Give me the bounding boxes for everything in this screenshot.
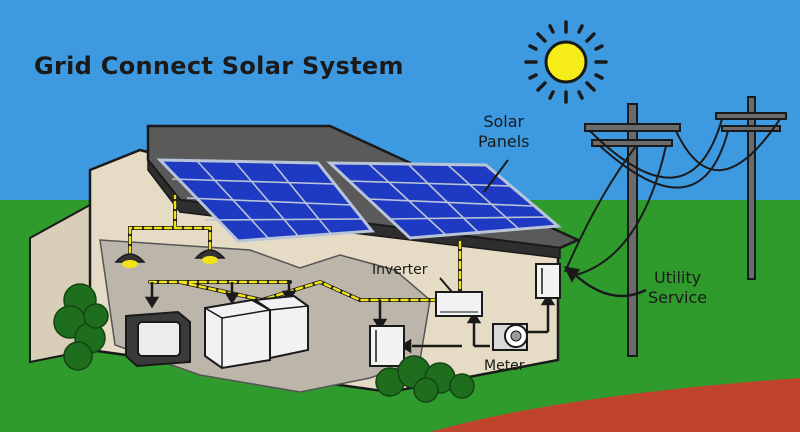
solar-panel-right bbox=[326, 161, 562, 240]
light-bulb-icon bbox=[194, 249, 226, 264]
tv-icon bbox=[125, 310, 191, 368]
sun-icon bbox=[524, 20, 608, 104]
wiring bbox=[128, 194, 462, 303]
power-lines bbox=[564, 118, 781, 277]
inverter-label: Inverter bbox=[372, 262, 428, 278]
shrub-icon bbox=[53, 283, 109, 371]
dirt-path bbox=[430, 378, 800, 432]
solar-panel-left bbox=[156, 158, 375, 243]
utility-service-label: Utility Service bbox=[648, 268, 707, 308]
solar-panels-label: Solar Panels bbox=[478, 112, 530, 152]
utility-service-label-line2: Service bbox=[648, 288, 708, 307]
meter-label: Meter bbox=[484, 358, 525, 374]
shrub-icon bbox=[375, 355, 475, 403]
service-arrows bbox=[563, 266, 647, 298]
appliance-arrows bbox=[144, 282, 556, 354]
meter-icon bbox=[492, 323, 528, 351]
dryer-icon bbox=[252, 294, 309, 360]
utility-service-label-line1: Utility bbox=[654, 268, 702, 287]
light-bulb-icon bbox=[114, 253, 146, 268]
utility-disconnect-box bbox=[535, 263, 561, 299]
inverter-box-icon bbox=[435, 291, 483, 317]
solar-panels-label-line1: Solar bbox=[483, 112, 525, 131]
solar-panels-label-line2: Panels bbox=[478, 132, 530, 151]
distribution-box bbox=[369, 325, 405, 367]
diagram-title: Grid Connect Solar System bbox=[34, 52, 404, 80]
washer-icon bbox=[204, 298, 271, 370]
label-pointers bbox=[439, 159, 509, 293]
